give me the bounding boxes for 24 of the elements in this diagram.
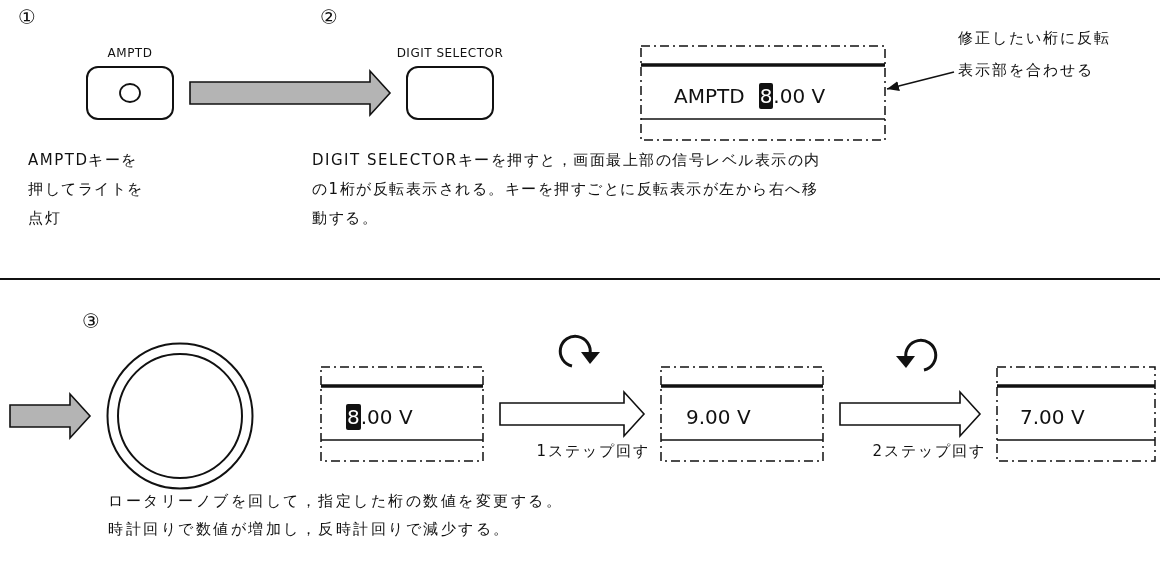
block-arrow [9,391,92,441]
key-label: DIGIT SELECTOR [396,45,504,62]
callout-text: 修正したい桁に反転表示部を合わせる [958,28,1112,81]
step-number: ③ [82,310,100,332]
highlighted-digit: 8 [346,404,361,430]
step-number: ② [320,6,338,28]
instruction-text: ロータリーノブを回して，指定した桁の数値を変更する。 [108,492,563,511]
block-arrow [839,389,982,439]
block-arrow [189,68,392,118]
display-readout: 9.00 V [686,404,751,430]
edge-label: 1ステップ回す [536,442,650,461]
step-number: ① [18,6,36,28]
caption: AMPTDキーを押してライトを点灯 [28,150,145,229]
block-arrow [499,389,646,439]
edge-label: 2ステップ回す [872,442,986,461]
highlighted-digit: 8 [758,83,774,109]
caption: DIGIT SELECTORキーを押すと，画面最上部の信号レベル表示の内の1桁が反転表示される。キーを押すごとに反転表示が左から右へ移動する。 [312,150,822,229]
instruction-text: 時計回りで数値が増加し，反時計回りで減少する。 [108,520,511,539]
leader-arrow [886,71,955,91]
display-readout: 7.00 V [1020,404,1085,430]
display-readout: .00 V [773,83,826,109]
key-label: AMPTD [107,45,153,62]
display-readout: .00 V [360,404,413,430]
display-readout: AMPTD [674,83,745,109]
